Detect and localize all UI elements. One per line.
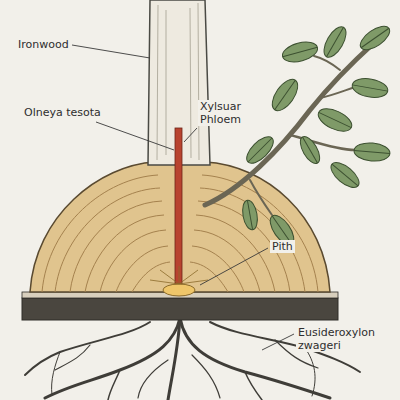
xylem-strand	[175, 128, 182, 292]
leaves	[241, 22, 394, 249]
part-label: Xylsuar Phloem	[198, 100, 254, 126]
soil-band	[22, 298, 338, 320]
part-label: Eusideroxylon zwageri	[296, 326, 394, 352]
part-label: Ironwood	[16, 38, 71, 51]
branch	[205, 42, 375, 215]
pith	[150, 266, 208, 296]
part-label: Olneya tesota	[22, 106, 103, 119]
part-label: Pith	[270, 240, 295, 253]
leader-lines	[72, 45, 294, 350]
